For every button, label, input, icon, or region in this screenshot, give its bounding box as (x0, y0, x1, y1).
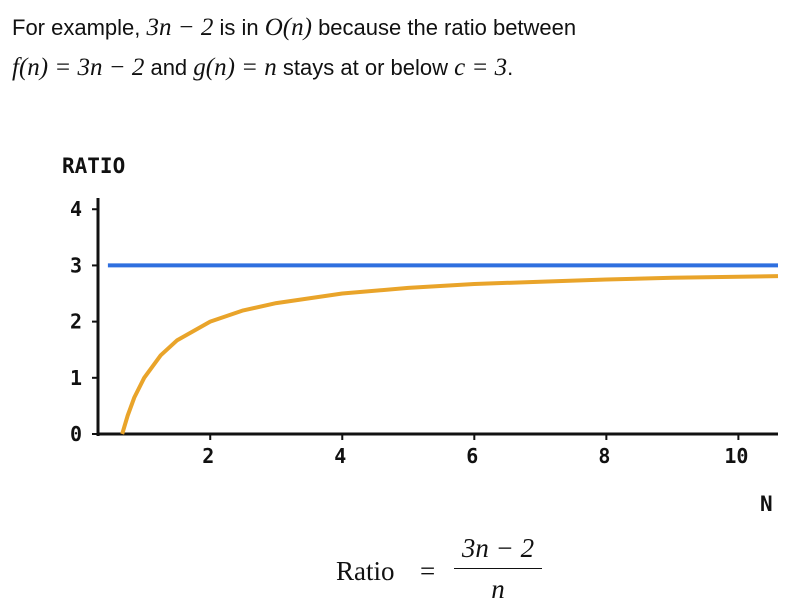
formula-lhs: Ratio (336, 556, 395, 586)
y-axis-label: RATIO (62, 154, 125, 178)
y-tick-label: 2 (70, 310, 82, 334)
formula-fraction: 3n − 2 n (454, 528, 542, 609)
intro-part-3: because the ratio between (311, 15, 577, 40)
formula-denominator: n (491, 574, 505, 604)
axes: 0 1 2 3 4 2 4 6 8 10 (70, 197, 778, 468)
intro-text: For example, 3n − 2 is in O(n) because t… (12, 8, 802, 88)
intro-part-5: stays at or below (276, 55, 455, 80)
intro-line-2: f(n) = 3n − 2 and g(n) = n stays at or b… (12, 48, 802, 88)
intro-expr-3: f(n) = 3n − 2 (12, 54, 145, 81)
formula-equals: = (420, 556, 436, 586)
x-tick-label: 10 (724, 444, 748, 468)
series-lines (107, 263, 779, 435)
intro-expr-2: O(n) (264, 14, 312, 41)
ratio-curve (120, 274, 779, 435)
y-tick-label: 4 (70, 197, 82, 221)
intro-line-1: For example, 3n − 2 is in O(n) because t… (12, 8, 802, 48)
x-tick-label: 8 (598, 444, 610, 468)
y-tick-label: 3 (70, 253, 82, 277)
y-tick-label: 0 (70, 422, 82, 446)
intro-expr-5: c = 3 (454, 54, 508, 81)
intro-part-1: For example, (12, 15, 147, 40)
x-axis-label: N (760, 492, 773, 516)
intro-part-4: and (144, 55, 194, 80)
intro-expr-1: 3n − 2 (146, 14, 214, 41)
x-tick-label: 6 (466, 444, 478, 468)
x-tick-label: 4 (334, 444, 346, 468)
y-tick-label: 1 (70, 366, 82, 390)
formula-numerator: 3n − 2 (461, 533, 535, 563)
fraction-bar (454, 568, 542, 569)
intro-expr-4: g(n) = n (193, 54, 277, 81)
intro-part-2: is in (213, 15, 265, 40)
x-tick-label: 2 (202, 444, 214, 468)
intro-part-6: . (507, 55, 514, 80)
